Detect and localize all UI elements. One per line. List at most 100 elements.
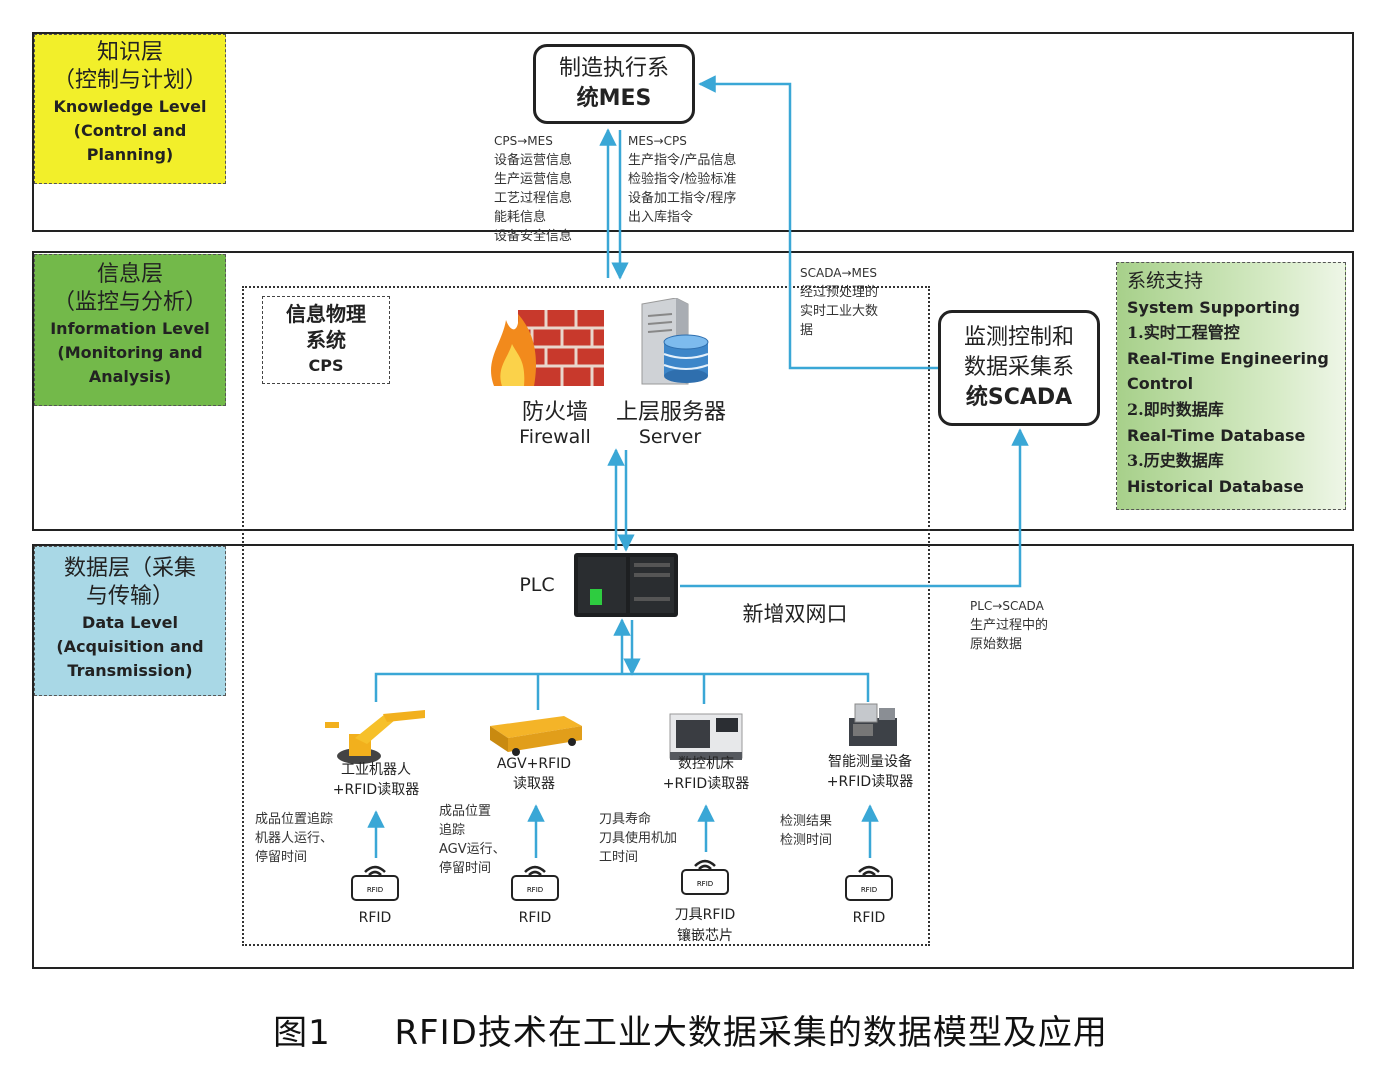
scada-line1: 监测控制和 [963, 325, 1074, 350]
rfid-label-sub: 镶嵌芯片 [677, 928, 733, 944]
plc-to-scada-item: 生产过程中的 [970, 618, 1049, 633]
svg-text:RFID: RFID [367, 886, 383, 894]
system-support-box: 系统支持 System Supporting 1.实时工程管控 Real-Tim… [1116, 262, 1346, 510]
mes-node: 制造执行系 统MES [533, 44, 695, 124]
firewall-icon [488, 300, 606, 388]
knowledge-zh: 知识层 [96, 40, 163, 65]
information-zh2: （监控与分析） [52, 290, 207, 315]
rfid-label: RFID [852, 910, 886, 926]
agv-icon [486, 712, 584, 758]
support-item: Historical Database [1127, 476, 1304, 496]
device-info-line: 机器人运行、 [255, 831, 334, 846]
rfid-label: RFID [358, 910, 392, 926]
server-zh: 上层服务器 [615, 400, 726, 425]
mes-to-cps-item: 出入库指令 [628, 210, 694, 225]
mes-line2: 统MES [576, 86, 652, 111]
caption-text: RFID技术在工业大数据采集的数据模型及应用 [394, 1013, 1108, 1053]
information-layer-band [32, 251, 1354, 531]
device-line1: AGV+RFID [496, 756, 572, 772]
plc-to-scada-header: PLC→SCADA [970, 599, 1044, 613]
svg-text:RFID: RFID [697, 880, 713, 888]
device-line1: 工业机器人 [341, 762, 411, 778]
device-info-line: 停留时间 [439, 861, 492, 876]
mes-to-cps-item: 检验指令/检验标准 [628, 172, 737, 187]
device-info-line: 成品位置追踪 [255, 812, 334, 827]
cps-to-mes-item: 能耗信息 [494, 210, 547, 225]
rfid-tag-icon: RFID [844, 862, 894, 902]
rfid-label: 刀具RFID [674, 907, 736, 923]
cps-to-mes-item: 工艺过程信息 [494, 191, 573, 206]
device-info-measuring: 检测结果 检测时间 [780, 812, 832, 850]
device-line2: +RFID读取器 [332, 782, 420, 798]
data-en1: Data Level [82, 613, 178, 632]
device-line1: 数控机床 [678, 756, 734, 772]
device-label-measuring: 智能测量设备 +RFID读取器 [808, 752, 932, 792]
industrial-robot-icon [325, 704, 429, 766]
device-info-line: 刀具使用机加 [599, 831, 678, 846]
svg-text:RFID: RFID [861, 886, 877, 894]
mes-to-cps-note: MES→CPS 生产指令/产品信息 检验指令/检验标准 设备加工指令/程序 出入… [628, 132, 736, 227]
plc-port-label: 新增双网口 [742, 602, 848, 626]
cps-line3: CPS [308, 356, 344, 375]
device-label-robot: 工业机器人 +RFID读取器 [314, 760, 438, 800]
support-item: Real-Time Engineering [1127, 348, 1329, 368]
cps-to-mes-item: 设备运营信息 [494, 153, 573, 168]
firewall-en: Firewall [519, 426, 591, 448]
figure-caption: 图1 RFID技术在工业大数据采集的数据模型及应用 [0, 1005, 1381, 1054]
information-layer-label: 信息层 （监控与分析） Information Level (Monitorin… [34, 254, 226, 406]
rfid-label: RFID [518, 910, 552, 926]
device-line1: 智能测量设备 [828, 754, 912, 770]
information-en3: Analysis) [88, 367, 172, 386]
cnc-machine-icon [668, 704, 744, 762]
scada-line3: 统SCADA [965, 385, 1073, 410]
caption-fig: 图1 [273, 1013, 331, 1053]
device-info-line: 检测时间 [780, 833, 833, 848]
server-icon [636, 298, 712, 388]
device-label-agv: AGV+RFID 读取器 [474, 754, 594, 794]
device-line2: +RFID读取器 [826, 774, 914, 790]
scada-to-mes-arrow [698, 75, 938, 370]
support-en: System Supporting [1127, 297, 1300, 317]
device-info-line: 检测结果 [780, 814, 833, 829]
rfid-tag-icon: RFID [350, 862, 400, 902]
cps-to-mes-item: 设备安全信息 [494, 229, 573, 244]
cps-to-mes-note: CPS→MES 设备运营信息 生产运营信息 工艺过程信息 能耗信息 设备安全信息 [494, 132, 572, 246]
knowledge-en2: (Control and [73, 121, 187, 140]
scada-line2: 数据采集系 [963, 355, 1074, 380]
device-line2: +RFID读取器 [662, 776, 750, 792]
scada-to-mes-item: 据 [800, 323, 814, 338]
data-en2: (Acquisition and [56, 637, 204, 656]
device-info-line: 刀具寿命 [599, 812, 652, 827]
data-zh2: 与传输） [85, 584, 174, 609]
device-info-cnc: 刀具寿命 刀具使用机加 工时间 [599, 810, 677, 867]
knowledge-en3: Planning) [86, 145, 174, 164]
scada-to-mes-item: 经过预处理的 [800, 285, 879, 300]
plc-to-scada-arrow [680, 428, 1029, 588]
device-label-cnc: 数控机床 +RFID读取器 [646, 754, 766, 794]
device-info-robot: 成品位置追踪 机器人运行、 停留时间 [255, 810, 333, 867]
scada-to-mes-note: SCADA→MES 经过预处理的 实时工业大数 据 [800, 264, 878, 340]
device-info-line: 成品位置 [439, 804, 492, 819]
smart-measuring-device-icon [845, 700, 901, 752]
information-en1: Information Level [50, 319, 210, 338]
scada-to-mes-item: 实时工业大数 [800, 304, 879, 319]
device-info-agv: 成品位置 追踪 AGV运行、 停留时间 [439, 802, 506, 878]
support-item: 1.实时工程管控 [1127, 323, 1240, 343]
firewall-zh: 防火墙 [521, 400, 588, 425]
mes-line1: 制造执行系 [558, 56, 669, 81]
device-bus [374, 672, 870, 702]
cps-line2: 系统 [306, 328, 346, 352]
support-title: 系统支持 [1127, 270, 1204, 292]
plc-to-scada-note: PLC→SCADA 生产过程中的 原始数据 [970, 597, 1048, 654]
rfid-tag-icon: RFID [680, 856, 730, 896]
information-en2: (Monitoring and [57, 343, 203, 362]
mes-to-cps-item: 设备加工指令/程序 [628, 191, 737, 206]
scada-node: 监测控制和 数据采集系 统SCADA [938, 310, 1100, 426]
device-info-line: AGV运行、 [439, 842, 506, 857]
knowledge-en1: Knowledge Level [53, 97, 207, 116]
plc-to-scada-item: 原始数据 [970, 637, 1023, 652]
plc-label: PLC [519, 574, 555, 596]
cps-label-box: 信息物理 系统 CPS [262, 296, 390, 384]
support-item: 3.历史数据库 [1127, 451, 1224, 471]
